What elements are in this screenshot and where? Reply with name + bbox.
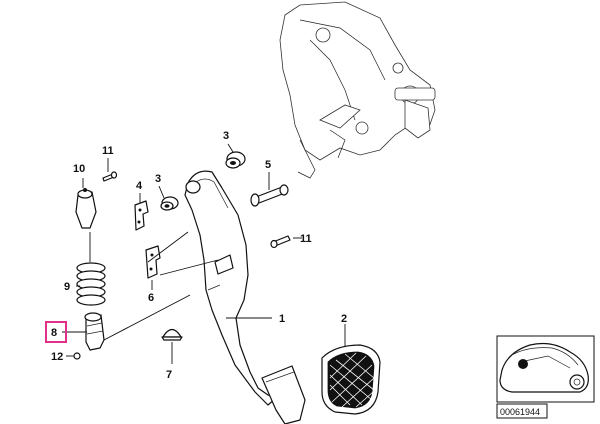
leader-lines [62,143,346,364]
callout-7: 7 [166,369,172,381]
clip-upper [134,200,149,231]
callout-6: 6 [148,292,154,304]
vehicle-inset: 00061944 [496,335,595,419]
callout-labels: 1 2 3 3 4 5 6 7 8 9 10 11 11 12 [51,130,347,381]
spring-guide [84,312,105,351]
inset-code: 00061944 [500,407,540,417]
screw-right [270,235,291,249]
callout-4: 4 [136,180,143,192]
callout-12: 12 [51,351,63,363]
callout-3-middle: 3 [155,173,161,185]
spring-holder [75,188,97,229]
bracket-assembly [279,1,436,179]
bushing-middle [160,196,179,211]
callout-2: 2 [341,313,347,325]
screw-upper [102,171,118,182]
callout-8: 8 [51,327,57,339]
bushing-upper [225,151,246,169]
retaining-clip [73,352,81,360]
highlight-box [45,321,67,343]
callout-3-upper: 3 [223,130,229,142]
callout-1: 1 [279,313,285,325]
pedal-pad-rubber [321,344,381,415]
callout-10: 10 [73,163,85,175]
rubber-stop [161,328,183,341]
compression-spring [76,262,106,306]
pivot-pin [250,184,289,207]
callout-11-right: 11 [300,233,312,245]
clip-lower [145,245,161,279]
callout-9: 9 [64,281,70,293]
callout-11-upper: 11 [102,145,114,157]
clutch-pedal [184,170,306,424]
callout-5: 5 [265,159,271,171]
